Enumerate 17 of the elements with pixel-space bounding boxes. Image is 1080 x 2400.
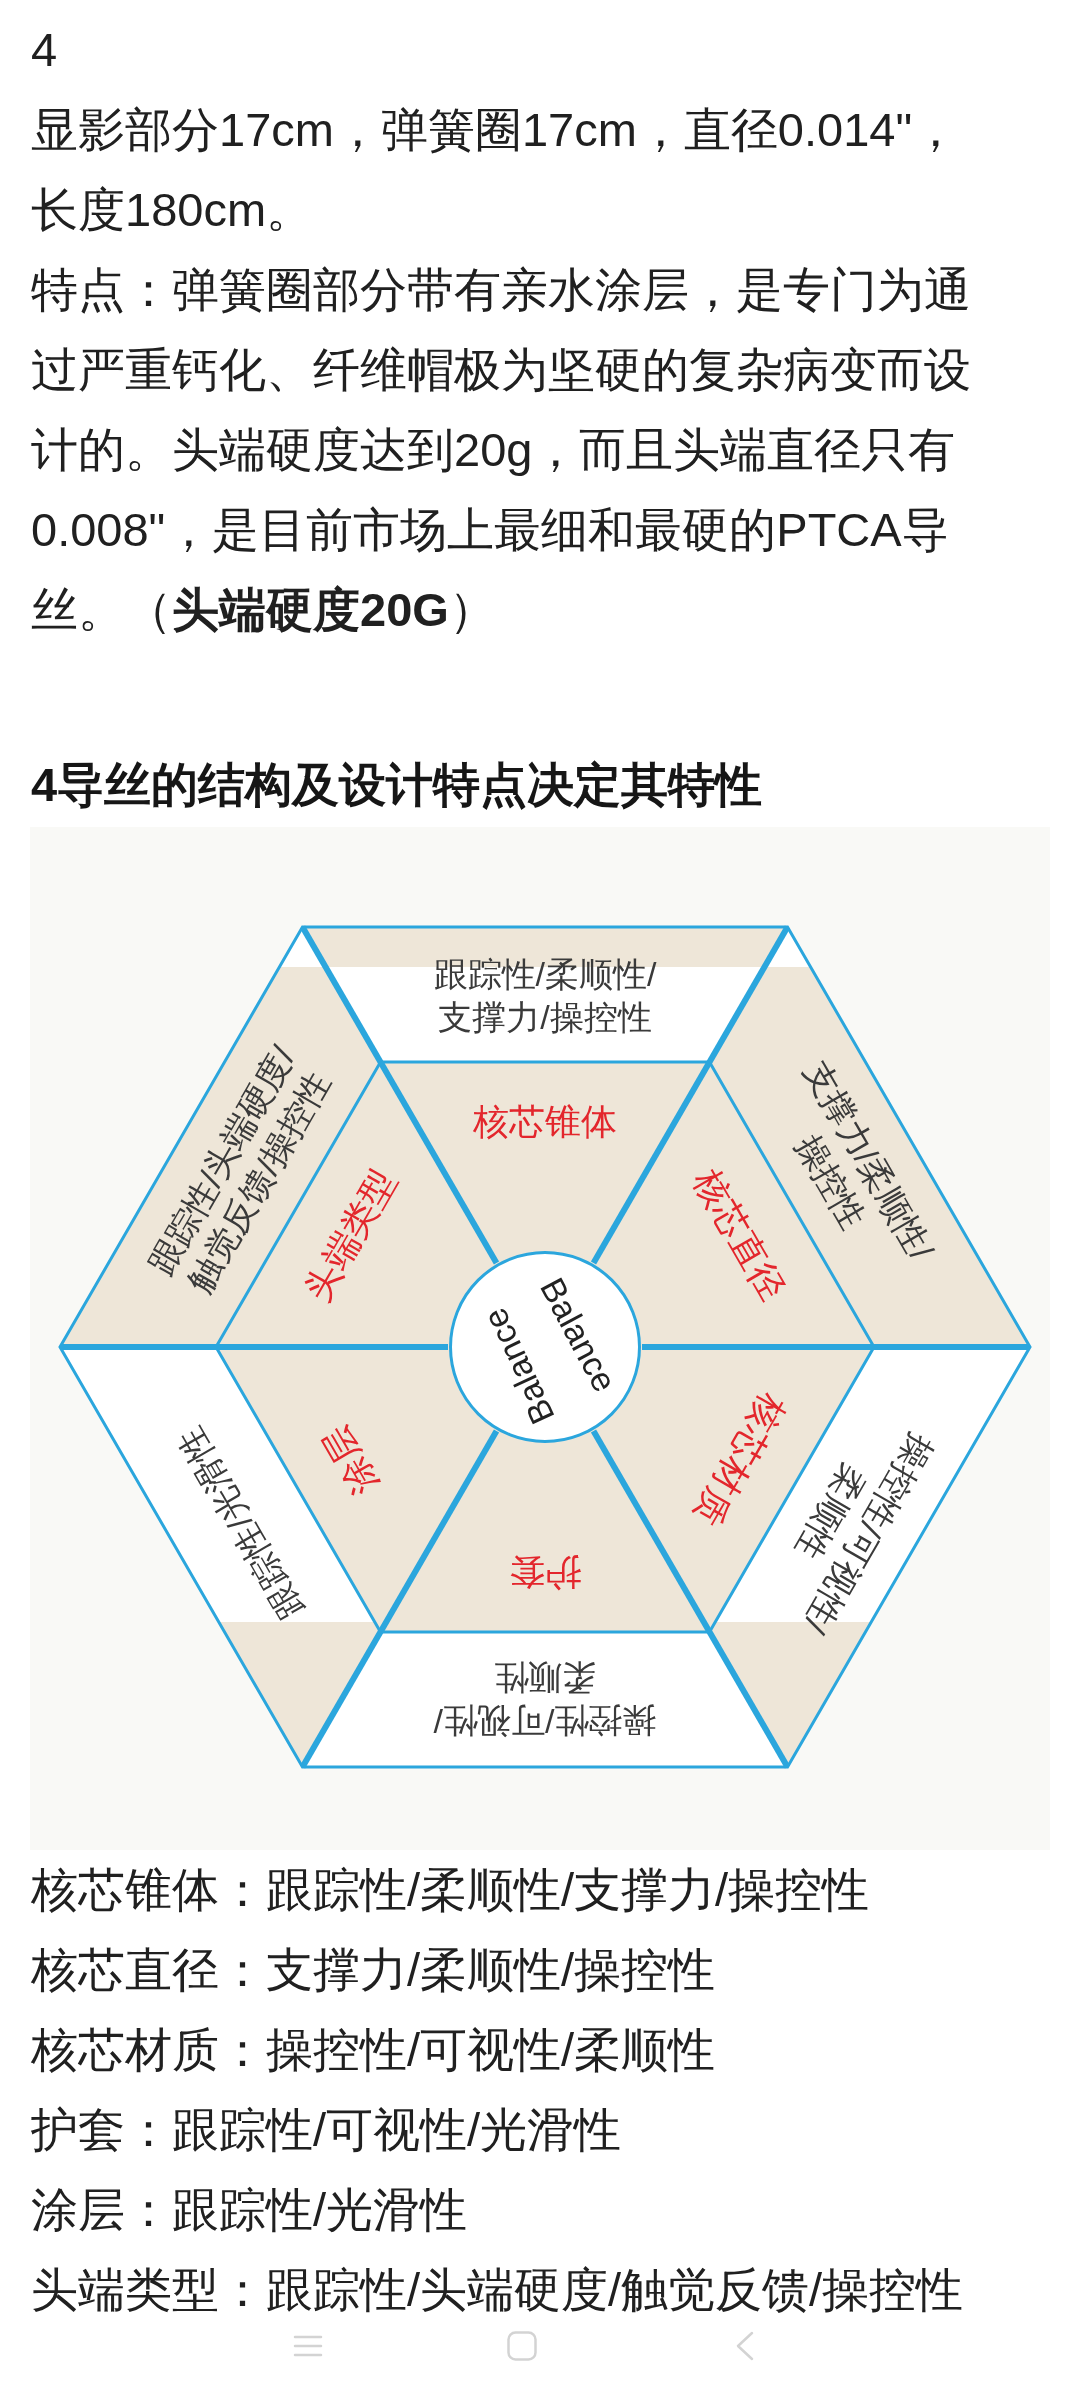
text-line: 涂层：跟踪性/光滑性: [31, 2182, 469, 2238]
component-label: 核芯材质: [685, 1386, 794, 1533]
text-line: 护套：跟踪性/可视性/光滑性: [31, 2102, 623, 2158]
paragraph: 显影部分17cm，弹簧圈17cm，直径0.014"，长度180cm。: [31, 102, 961, 238]
property-list: 跟踪性/柔顺性/支撑力/操控性: [425, 952, 665, 1038]
text-line: 核芯材质：操控性/可视性/柔顺性: [31, 2022, 717, 2078]
component-label: 核芯锥体: [473, 1100, 617, 1144]
text-line: 头端类型：跟踪性/头端硬度/触觉反馈/操控性: [31, 2262, 965, 2318]
section-number: 4: [31, 22, 59, 78]
component-label: 核芯直径: [685, 1161, 794, 1308]
paragraph: 特点：弹簧圈部分带有亲水涂层，是专门为通过严重钙化、纤维帽极为坚硬的复杂病变而设计的。头端硬度达到20g，而且头端直径只有0.008"，是目前市场上最细和最硬的PTCA导丝。（头端硬度20G）: [31, 262, 972, 638]
text-line: 核芯锥体：跟踪性/柔顺性/支撑力/操控性: [31, 1862, 871, 1918]
section-heading: 4导丝的结构及设计特点决定其特性: [31, 757, 763, 813]
text-line: 核芯直径：支撑力/柔顺性/操控性: [31, 1942, 717, 1998]
property-list: 操控性/可视性/柔顺性: [425, 1656, 665, 1742]
component-label: 头端类型: [296, 1161, 405, 1308]
component-label: 护套: [509, 1550, 581, 1594]
